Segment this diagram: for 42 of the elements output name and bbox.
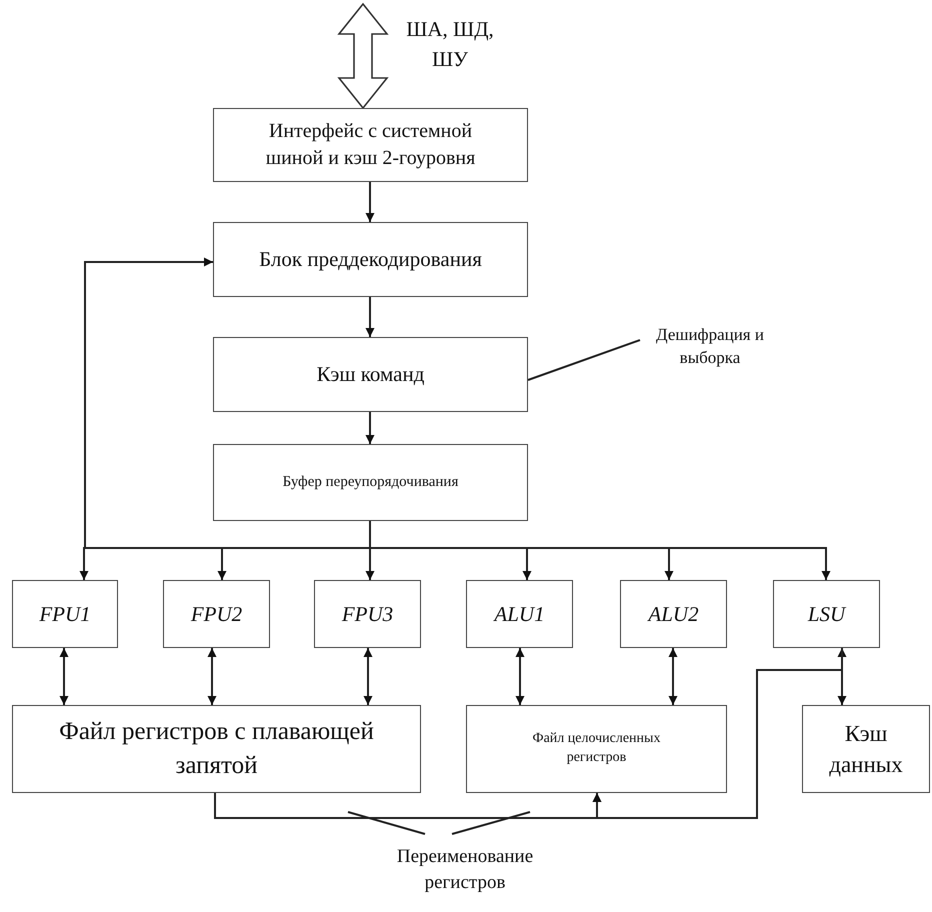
unit-box: [314, 580, 421, 648]
double-arrow: [668, 648, 678, 705]
arrow: [592, 648, 843, 819]
box-label: Интерфейс с системной шиной и кэш 2-гоуровня: [264, 119, 476, 171]
double-arrow: [838, 648, 846, 705]
unit-box: [773, 580, 880, 648]
double-arrow: [208, 648, 216, 705]
box-label: LSU: [806, 600, 848, 628]
buffer-box: [213, 444, 528, 521]
cache-box: [802, 705, 930, 793]
leader-line: [528, 339, 640, 381]
box-label: Файл целочисленных регистров: [532, 730, 662, 767]
box-label: FPU2: [190, 600, 244, 628]
leader-line: [348, 811, 426, 835]
cache-box: [213, 337, 528, 412]
arrow: [366, 182, 374, 222]
unit-box: [620, 580, 727, 648]
leader-line: [452, 811, 530, 835]
annotation-text: Дешифрация и выборка: [640, 318, 780, 376]
box-label: Файл регистров с плавающей запятой: [58, 717, 375, 781]
double-arrow: [516, 648, 524, 705]
box-label: Буфер переупорядочивания: [282, 473, 460, 492]
box-label: ALU2: [646, 600, 700, 628]
double-arrow: [364, 648, 372, 705]
bus-double-arrow: [337, 2, 389, 110]
register-file-box: [466, 705, 727, 793]
box-label: Кэш команд: [316, 361, 426, 388]
double-arrow: [60, 648, 68, 705]
arrow: [366, 297, 374, 337]
interface-box: [213, 108, 528, 182]
predecode-box: [213, 222, 528, 297]
unit-box: [163, 580, 270, 648]
annotation-text: Переименование регистров: [360, 834, 570, 906]
box-label: Блок преддекодирования: [258, 246, 483, 274]
box-label: FPU3: [340, 600, 394, 628]
arrow: [366, 412, 374, 444]
box-label: ALU1: [492, 600, 546, 628]
unit-box: [466, 580, 573, 648]
register-file-box: [12, 705, 421, 793]
unit-box: [12, 580, 118, 648]
box-label: Кэш данных: [828, 720, 904, 779]
box-label: FPU1: [38, 600, 92, 628]
